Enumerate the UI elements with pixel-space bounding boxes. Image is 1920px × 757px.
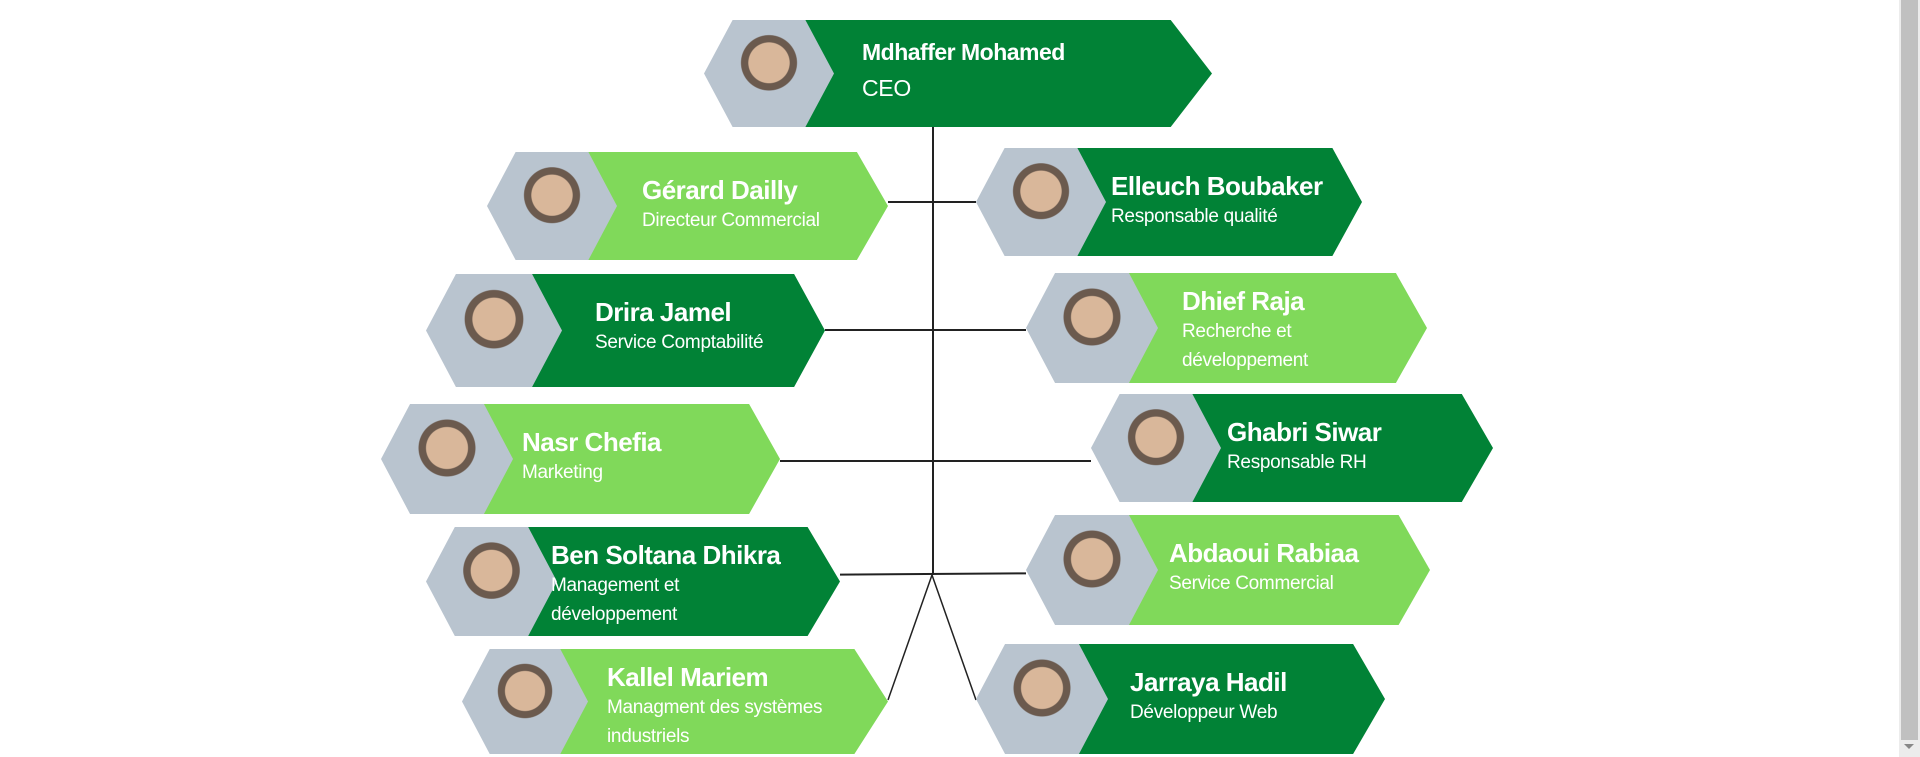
card-banner (1116, 273, 1427, 383)
employee-role: Service Comptabilité (595, 332, 764, 353)
scroll-down-arrow-icon[interactable] (1904, 744, 1914, 749)
employee-photo (1026, 273, 1158, 383)
employee-photo (976, 644, 1108, 754)
employee-card-gerard-dailly[interactable]: Gérard Dailly Directeur Commercial (487, 152, 888, 260)
employee-card-drira-jamel[interactable]: Drira Jamel Service Comptabilité (426, 274, 825, 387)
connector-line (780, 460, 1091, 462)
card-banner (552, 649, 888, 754)
employee-name: Ghabri Siwar (1227, 417, 1382, 447)
employee-role: Management et développement (551, 575, 680, 625)
card-banner (1116, 515, 1430, 625)
employee-name: Nasr Chefia (522, 427, 662, 457)
employee-photo (976, 148, 1106, 256)
ceo-banner (799, 20, 1212, 127)
ceo-role: CEO (862, 75, 911, 101)
ceo-photo (704, 20, 834, 127)
ceo-name: Mdhaffer Mohamed (862, 39, 1065, 65)
employee-role: Marketing (522, 462, 603, 483)
card-banner (1066, 644, 1385, 754)
card-banner (471, 404, 780, 514)
card-banner (516, 274, 825, 387)
card-banner (1066, 148, 1362, 256)
employee-role: Service Commercial (1169, 573, 1334, 594)
employee-card-ghabri-siwar[interactable]: Ghabri Siwar Responsable RH (1091, 394, 1493, 502)
employee-name: Dhief Raja (1182, 286, 1305, 316)
employee-photo (426, 274, 562, 387)
employee-card-jarraya-hadil[interactable]: Jarraya Hadil Développeur Web (976, 644, 1385, 754)
employee-role: Recherche et développement (1182, 321, 1309, 371)
employee-card-abdaoui-rabiaa[interactable]: Abdaoui Rabiaa Service Commercial (1026, 515, 1430, 625)
scrollbar-thumb[interactable] (1901, 0, 1918, 740)
employee-name: Drira Jamel (595, 297, 732, 327)
employee-card-kallel-mariem[interactable]: Kallel Mariem Managment des systèmes ind… (462, 649, 888, 754)
employee-name: Jarraya Hadil (1130, 667, 1287, 697)
employee-photo (487, 152, 617, 260)
employee-photo (381, 404, 513, 514)
card-banner (577, 152, 888, 260)
connector-line (888, 201, 976, 203)
employee-card-elleuch-boubaker[interactable]: Elleuch Boubaker Responsable qualité (976, 148, 1362, 256)
employee-name: Kallel Mariem (607, 662, 769, 692)
employee-name: Ben Soltana Dhikra (551, 540, 781, 570)
employee-photo (462, 649, 588, 754)
employee-card-dhief-raja[interactable]: Dhief Raja Recherche et développement (1026, 273, 1427, 383)
employee-name: Elleuch Boubaker (1111, 171, 1323, 201)
employee-role: Responsable RH (1227, 452, 1367, 473)
employee-name: Abdaoui Rabiaa (1169, 538, 1359, 568)
employee-card-ben-soltana-dhikra[interactable]: Ben Soltana Dhikra Management et dévelop… (426, 527, 840, 636)
employee-photo (1026, 515, 1158, 625)
employee-card-nasr-chefia[interactable]: Nasr Chefia Marketing (381, 404, 780, 514)
vertical-scrollbar[interactable] (1899, 0, 1920, 757)
card-banner (516, 527, 840, 636)
employee-role: Responsable qualité (1111, 206, 1278, 227)
connector-line (825, 329, 1026, 331)
ceo-card[interactable]: Mdhaffer Mohamed CEO (704, 20, 1212, 127)
employee-photo (426, 527, 557, 636)
employee-role: Développeur Web (1130, 702, 1278, 723)
connector-line (932, 127, 934, 575)
employee-role: Managment des systèmes industriels (607, 697, 823, 747)
employee-role: Directeur Commercial (642, 210, 820, 231)
employee-name: Gérard Dailly (642, 175, 798, 205)
employee-photo (1091, 394, 1221, 502)
card-banner (1181, 394, 1493, 502)
